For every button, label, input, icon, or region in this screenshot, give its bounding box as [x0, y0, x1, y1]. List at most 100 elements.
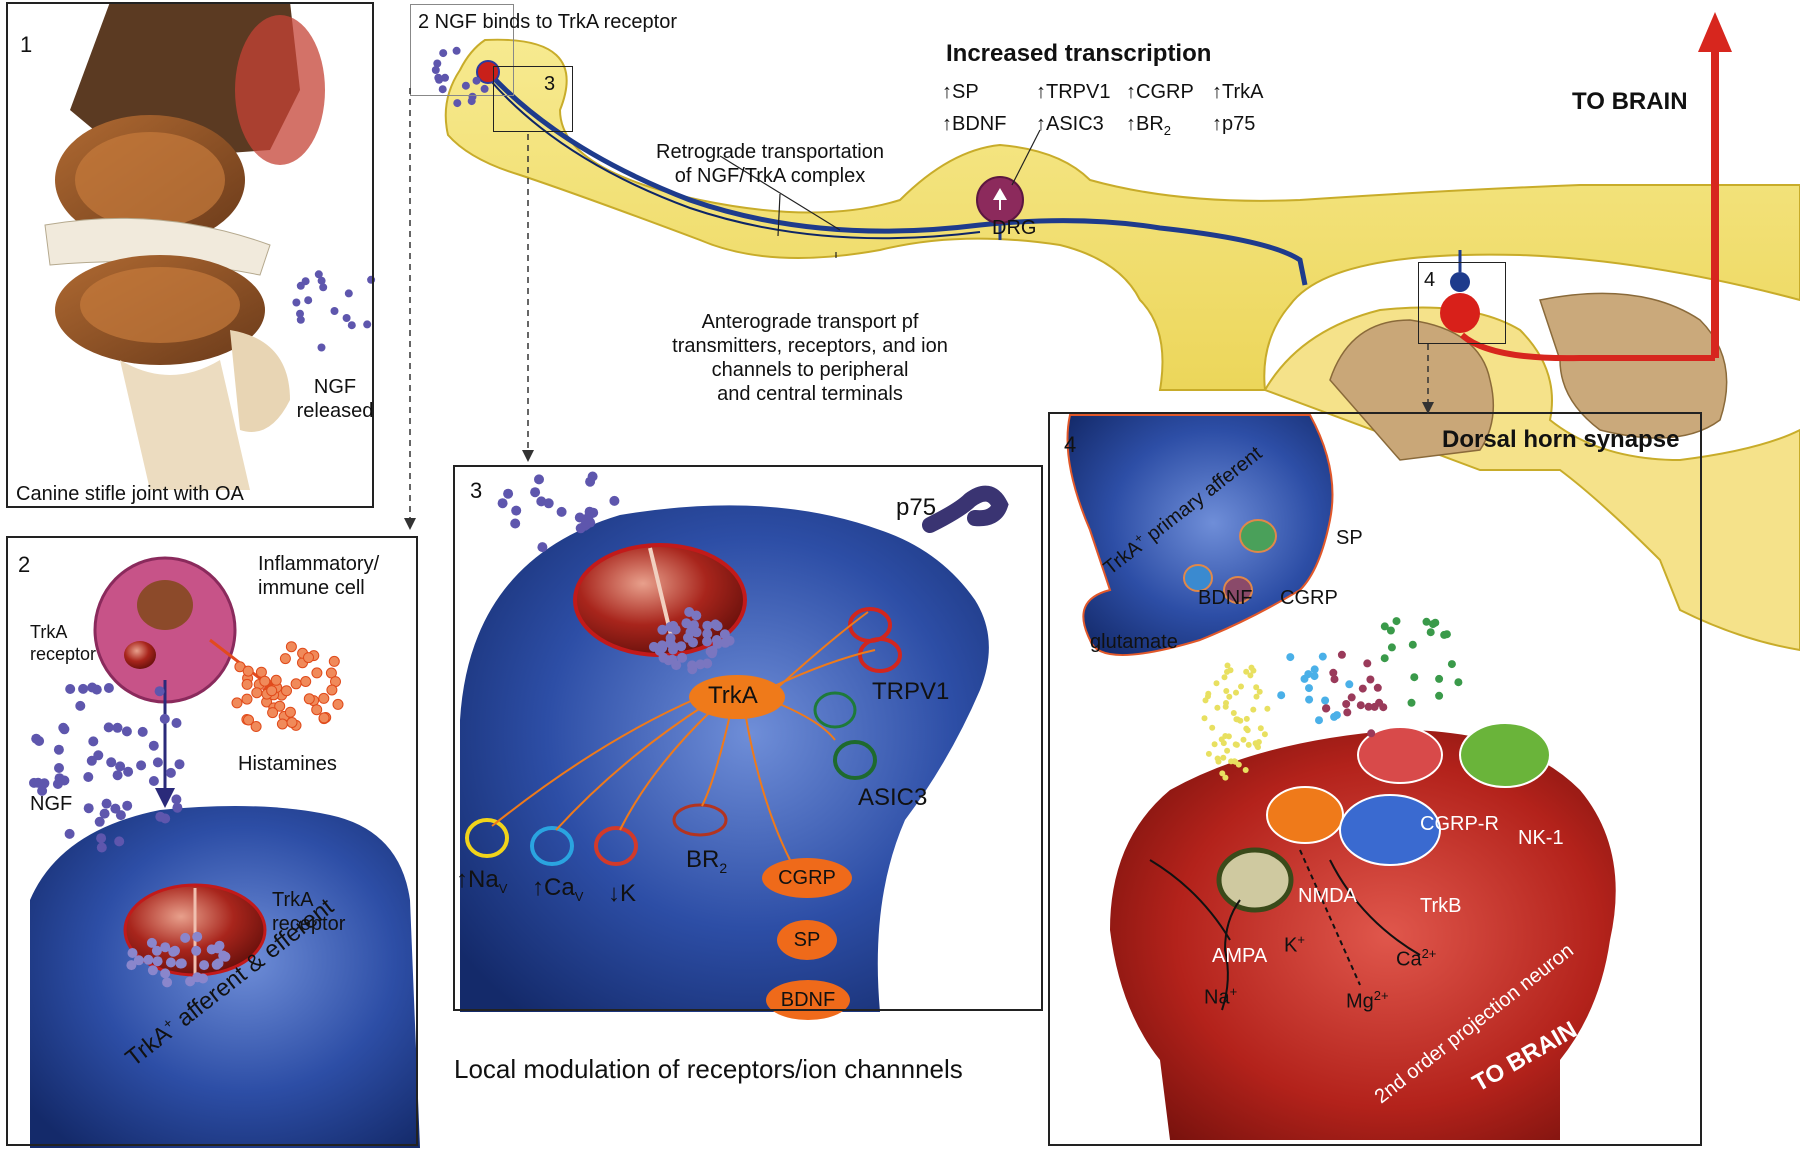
molecule-dot	[510, 518, 521, 529]
molecule-dot	[1256, 688, 1263, 695]
molecule-dot	[438, 85, 447, 94]
molecule-dot	[185, 976, 196, 987]
molecule-dot	[296, 315, 305, 324]
molecule-dot	[152, 757, 163, 768]
molecule-dot	[1230, 710, 1237, 716]
molecule-dot	[668, 620, 679, 631]
molecule-dot	[160, 942, 171, 953]
molecule-dot	[330, 307, 339, 315]
molecule-dot	[1257, 725, 1264, 732]
molecule-dot	[165, 767, 176, 778]
molecule-dot	[439, 49, 448, 58]
molecule-dot	[53, 744, 64, 755]
molecule-dot	[303, 693, 315, 705]
molecule-dot	[1240, 736, 1247, 743]
molecule-dot	[1364, 702, 1373, 711]
transcription-trpv1: ↑TRPV1	[1036, 81, 1111, 103]
molecule-dot	[363, 320, 372, 329]
molecule-dot	[1435, 674, 1444, 683]
molecule-dot	[534, 474, 544, 485]
panel-4	[1048, 412, 1702, 1146]
ngf-released-line2: released	[296, 400, 374, 422]
molecule-dot	[143, 954, 154, 965]
molecule-dot	[1232, 758, 1239, 765]
ampa-label: AMPA	[1212, 945, 1268, 967]
molecule-dot	[99, 808, 110, 819]
molecule-dot	[281, 685, 292, 697]
molecule-dot	[1380, 654, 1389, 663]
molecule-dot	[317, 276, 326, 285]
molecule-dot	[1253, 684, 1260, 691]
panel-2	[6, 536, 418, 1146]
molecule-dot	[1387, 643, 1396, 652]
molecule-dot	[115, 761, 126, 772]
molecule-dot	[94, 816, 105, 827]
molecule-dot	[1367, 729, 1376, 738]
molecule-dot	[1366, 675, 1375, 684]
molecule-dot	[677, 652, 688, 663]
molecule-dot	[1233, 689, 1239, 696]
molecule-dot	[480, 84, 489, 93]
br2-label: BR2	[686, 846, 728, 876]
molecule-dot	[319, 283, 328, 292]
panel3-caption: Local modulation of receptors/ion channn…	[454, 1054, 963, 1084]
molecule-dot	[1392, 617, 1401, 626]
na-ion-label: Na+	[1204, 984, 1238, 1009]
molecule-dot	[468, 92, 477, 101]
molecule-dot	[585, 476, 596, 487]
molecule-dot	[1358, 684, 1367, 693]
molecule-dot	[286, 717, 298, 728]
molecule-dot	[1250, 706, 1257, 713]
molecule-dot	[1232, 741, 1239, 748]
panel4-title: Dorsal horn synapse	[1442, 426, 1680, 453]
cav-label: ↑CaV	[532, 874, 584, 904]
molecule-dot	[1238, 683, 1244, 690]
cgrp-pill-label: CGRP	[778, 867, 836, 889]
panel1-caption: Canine stifle joint with OA	[16, 483, 244, 505]
molecule-dot	[1347, 693, 1356, 702]
molecule-dot	[1247, 672, 1254, 679]
molecule-dot	[332, 698, 344, 710]
molecule-dot	[657, 624, 668, 635]
molecule-dot	[1318, 652, 1327, 661]
molecule-dot	[347, 321, 356, 330]
molecule-dot	[1356, 701, 1365, 710]
molecule-dot	[434, 73, 443, 82]
molecule-dot	[1209, 724, 1216, 731]
panel3-illustration	[460, 485, 1009, 1020]
molecule-dot	[1211, 741, 1218, 748]
cgrp-r-label: CGRP-R	[1420, 813, 1499, 835]
panel-3	[453, 465, 1043, 1011]
molecule-dot	[1277, 691, 1286, 700]
molecule-dot	[1330, 712, 1339, 721]
molecule-dot	[296, 281, 305, 290]
molecule-dot	[172, 802, 183, 813]
transcription-cgrp: ↑CGRP	[1126, 81, 1194, 103]
molecule-dot	[1264, 705, 1271, 712]
molecule-dot	[1220, 754, 1227, 761]
cgrp-vesicle-label: CGRP	[1280, 587, 1338, 609]
molecule-dot	[1440, 630, 1449, 639]
molecule-dot	[279, 653, 291, 665]
molecule-dot	[344, 289, 353, 298]
molecule-dot	[1429, 620, 1437, 629]
panel3-number: 3	[470, 478, 483, 503]
p75-label: p75	[896, 494, 937, 521]
molecule-dot	[31, 733, 42, 744]
molecule-dot	[37, 785, 48, 796]
box3-label: 3	[544, 73, 556, 95]
transcription-asic3: ↑ASIC3	[1036, 113, 1104, 135]
molecule-dot	[241, 693, 253, 705]
molecule-dot	[1250, 667, 1257, 674]
molecule-dot	[1305, 695, 1314, 704]
molecule-dot	[170, 945, 180, 956]
molecule-dot	[159, 713, 170, 724]
molecule-dot	[137, 726, 148, 737]
molecule-dot	[1363, 659, 1372, 668]
molecule-dot	[1205, 693, 1211, 700]
molecule-dot	[165, 957, 176, 968]
panel2-illustration	[30, 556, 420, 1148]
molecule-dot	[318, 712, 330, 724]
